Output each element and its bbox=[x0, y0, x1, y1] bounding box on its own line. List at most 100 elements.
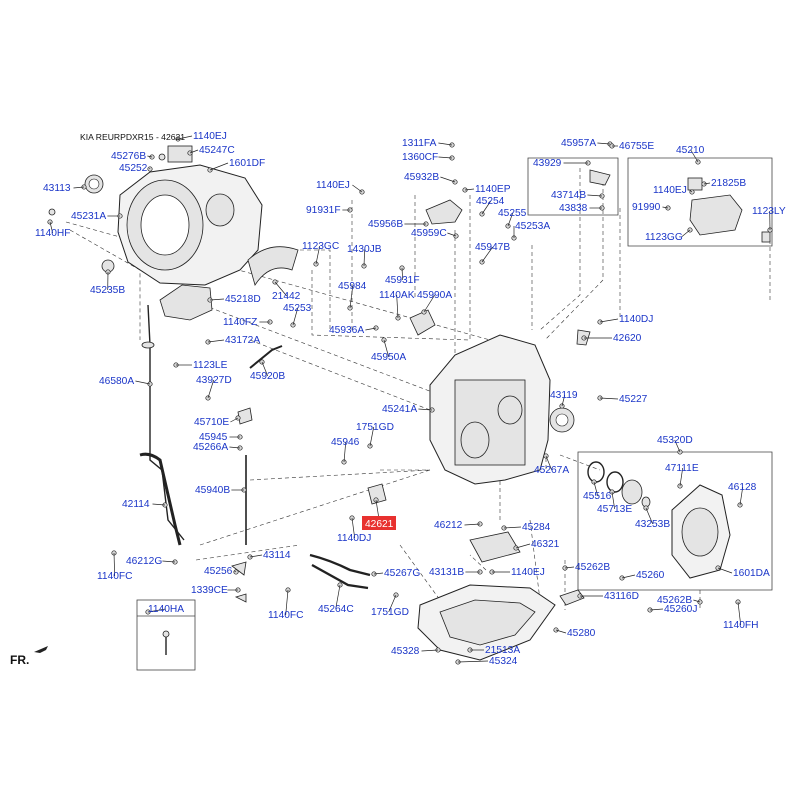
part-label-43131b[interactable]: 43131B bbox=[429, 567, 464, 578]
part-label-45956b[interactable]: 45956B bbox=[368, 219, 403, 230]
part-label-1140ha[interactable]: 1140HA bbox=[148, 604, 184, 615]
part-label-42114[interactable]: 42114 bbox=[122, 499, 150, 510]
part-label-1140hf[interactable]: 1140HF bbox=[35, 228, 71, 239]
part-label-1751gd_a[interactable]: 1751GD bbox=[356, 422, 394, 433]
part-label-1123le[interactable]: 1123LE bbox=[193, 360, 228, 371]
part-label-45262b_b[interactable]: 45262B bbox=[657, 595, 692, 606]
part-label-45920b[interactable]: 45920B bbox=[250, 371, 285, 382]
part-label-46321[interactable]: 46321 bbox=[531, 539, 560, 550]
part-label-45227[interactable]: 45227 bbox=[619, 394, 648, 405]
part-label-1123ly[interactable]: 1123LY bbox=[752, 206, 786, 217]
part-label-43113[interactable]: 43113 bbox=[43, 183, 71, 194]
part-label-1601da[interactable]: 1601DA bbox=[733, 568, 770, 579]
part-label-45254[interactable]: 45254 bbox=[476, 196, 505, 207]
part-label-43116d[interactable]: 43116D bbox=[604, 591, 639, 602]
part-label-1140ej_c[interactable]: 1140EJ bbox=[653, 185, 687, 196]
part-label-1140dj_b[interactable]: 1140DJ bbox=[337, 533, 371, 544]
part-label-46580a[interactable]: 46580A bbox=[99, 376, 134, 387]
part-label-45324[interactable]: 45324 bbox=[489, 656, 518, 667]
part-label-45959c[interactable]: 45959C bbox=[411, 228, 447, 239]
part-label-1311fa[interactable]: 1311FA bbox=[402, 138, 437, 149]
part-label-1140ep[interactable]: 1140EP bbox=[475, 184, 511, 195]
part-label-45284[interactable]: 45284 bbox=[522, 522, 551, 533]
part-label-45247c[interactable]: 45247C bbox=[199, 145, 235, 156]
leader-21442 bbox=[274, 281, 288, 297]
part-label-1430jb[interactable]: 1430JB bbox=[347, 244, 382, 255]
part-label-1140ej_b[interactable]: 1140EJ bbox=[316, 180, 350, 191]
part-label-45990a[interactable]: 45990A bbox=[417, 290, 452, 301]
part-label-45210[interactable]: 45210 bbox=[676, 145, 705, 156]
part-label-45253a[interactable]: 45253A bbox=[515, 221, 550, 232]
part-label-45328[interactable]: 45328 bbox=[391, 646, 420, 657]
part-label-1140fc_a[interactable]: 1140FC bbox=[97, 571, 133, 582]
part-labels: 1140EJ 45276B 45247C 45252 1601DF 43113 45231A… bbox=[35, 131, 786, 667]
part-label-45252[interactable]: 45252 bbox=[119, 163, 148, 174]
part-label-45255[interactable]: 45255 bbox=[498, 208, 527, 219]
part-label-1123gc[interactable]: 1123GC bbox=[302, 241, 339, 252]
part-label-45950a[interactable]: 45950A bbox=[371, 352, 406, 363]
part-label-46212[interactable]: 46212 bbox=[434, 520, 463, 531]
part-label-45264c[interactable]: 45264C bbox=[318, 604, 354, 615]
part-label-45260[interactable]: 45260 bbox=[636, 570, 665, 581]
part-label-45957a[interactable]: 45957A bbox=[561, 138, 596, 149]
part-label-43172a[interactable]: 43172A bbox=[225, 335, 260, 346]
part-label-45267g[interactable]: 45267G bbox=[384, 568, 420, 579]
part-label-43119[interactable]: 43119 bbox=[550, 390, 578, 401]
part-label-43927d[interactable]: 43927D bbox=[196, 375, 232, 386]
part-label-45320d[interactable]: 45320D bbox=[657, 435, 693, 446]
part-label-45241a[interactable]: 45241A bbox=[382, 404, 417, 415]
part-label-21442[interactable]: 21442 bbox=[272, 291, 301, 302]
part-label-43838[interactable]: 43838 bbox=[559, 203, 588, 214]
part-label-21513a[interactable]: 21513A bbox=[485, 645, 520, 656]
part-label-1339ce[interactable]: 1339CE bbox=[191, 585, 228, 596]
part-label-45931f[interactable]: 45931F bbox=[385, 275, 420, 286]
part-label-45260j[interactable]: 45260J bbox=[664, 604, 697, 615]
part-label-47111e[interactable]: 47111E bbox=[665, 463, 699, 474]
part-label-1140fc_b[interactable]: 1140FC bbox=[268, 610, 304, 621]
part-label-1601df[interactable]: 1601DF bbox=[229, 158, 265, 169]
part-label-45936a[interactable]: 45936A bbox=[329, 325, 364, 336]
part-label-45267a[interactable]: 45267A bbox=[534, 465, 569, 476]
part-label-45253_a[interactable]: 45253 bbox=[283, 303, 312, 314]
part-label-45932b[interactable]: 45932B bbox=[404, 172, 439, 183]
leader-45950a bbox=[383, 339, 390, 358]
part-label-42620[interactable]: 42620 bbox=[613, 333, 642, 344]
part-label-46212g[interactable]: 46212G bbox=[126, 556, 162, 567]
part-label-1140dj_a[interactable]: 1140DJ bbox=[619, 314, 653, 325]
part-label-45946[interactable]: 45946 bbox=[331, 437, 360, 448]
part-label-45945[interactable]: 45945 bbox=[199, 432, 228, 443]
part-label-45256[interactable]: 45256 bbox=[204, 566, 233, 577]
part-label-45947b[interactable]: 45947B bbox=[475, 242, 510, 253]
part-label-1751gd_b[interactable]: 1751GD bbox=[371, 607, 409, 618]
part-label-45276b[interactable]: 45276B bbox=[111, 151, 146, 162]
part-label-45266a[interactable]: 45266A bbox=[193, 442, 228, 453]
part-label-43929[interactable]: 43929 bbox=[533, 158, 562, 169]
part-label-45984[interactable]: 45984 bbox=[338, 281, 367, 292]
part-label-21825b[interactable]: 21825B bbox=[711, 178, 746, 189]
part-label-45218d[interactable]: 45218D bbox=[225, 294, 261, 305]
part-label-45940b[interactable]: 45940B bbox=[195, 485, 230, 496]
part-label-1140fh[interactable]: 1140FH bbox=[723, 620, 759, 631]
part-label-43253b[interactable]: 43253B bbox=[635, 519, 670, 530]
part-label-1140ak[interactable]: 1140AK bbox=[379, 290, 415, 301]
leader-1751gd_b bbox=[388, 594, 397, 613]
part-label-46128[interactable]: 46128 bbox=[728, 482, 757, 493]
part-label-45235b[interactable]: 45235B bbox=[90, 285, 125, 296]
part-label-1140ej_a[interactable]: 1140EJ bbox=[193, 131, 227, 142]
part-label-1123gg[interactable]: 1123GG bbox=[645, 232, 683, 243]
part-label-1140ej_d[interactable]: 1140EJ bbox=[511, 567, 545, 578]
part-label-46755e[interactable]: 46755E bbox=[619, 141, 654, 152]
part-label-45710e[interactable]: 45710E bbox=[194, 417, 229, 428]
highlight-badge-42621[interactable]: 42621 bbox=[362, 516, 396, 530]
part-label-91990[interactable]: 91990 bbox=[632, 202, 661, 213]
part-label-1360cf[interactable]: 1360CF bbox=[402, 152, 438, 163]
part-label-45516[interactable]: 45516 bbox=[583, 491, 612, 502]
part-label-45280[interactable]: 45280 bbox=[567, 628, 596, 639]
part-label-43714b[interactable]: 43714B bbox=[551, 190, 586, 201]
part-label-1140fz[interactable]: 1140FZ bbox=[223, 317, 257, 328]
part-label-45231a[interactable]: 45231A bbox=[71, 211, 106, 222]
part-label-45262b_a[interactable]: 45262B bbox=[575, 562, 610, 573]
part-label-45713e[interactable]: 45713E bbox=[597, 504, 632, 515]
part-label-43114[interactable]: 43114 bbox=[263, 550, 291, 561]
part-label-91931f[interactable]: 91931F bbox=[306, 205, 341, 216]
